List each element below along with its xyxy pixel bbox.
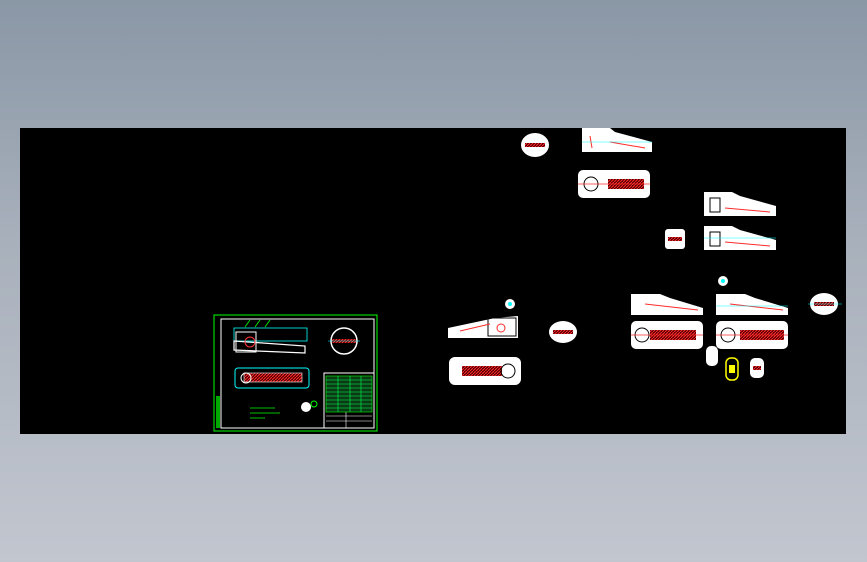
sheet-main-view xyxy=(233,319,308,354)
highlighted-piece xyxy=(725,357,739,381)
part-round-far-right xyxy=(808,293,842,315)
sheet-detail xyxy=(250,400,318,419)
part-plan-br-1 xyxy=(631,321,703,349)
part-round-section-left xyxy=(549,321,577,343)
part-wedge-top xyxy=(582,128,652,152)
part-wedge-br-2 xyxy=(716,276,788,315)
sheet-binding-strip xyxy=(216,396,220,428)
sheet-top-view xyxy=(234,367,310,389)
drawing-svg xyxy=(213,128,842,432)
part-wedge-right-lower xyxy=(704,226,776,250)
sheet-side-view xyxy=(328,327,360,355)
part-plan-top xyxy=(578,170,650,198)
drawing-sheet xyxy=(213,314,378,432)
sheet-outer-border xyxy=(213,314,378,432)
cad-canvas[interactable] xyxy=(20,128,846,434)
part-plan-br-2 xyxy=(716,321,788,349)
part-wedge-side-view-left xyxy=(448,299,518,338)
part-wedge-right-upper xyxy=(704,192,776,216)
part-plan-view-left xyxy=(449,357,521,385)
part-small-pieces xyxy=(706,346,764,381)
title-block xyxy=(323,372,375,429)
part-round-top xyxy=(521,133,549,157)
part-wedge-br-1 xyxy=(631,294,703,315)
part-small-square xyxy=(665,229,685,249)
